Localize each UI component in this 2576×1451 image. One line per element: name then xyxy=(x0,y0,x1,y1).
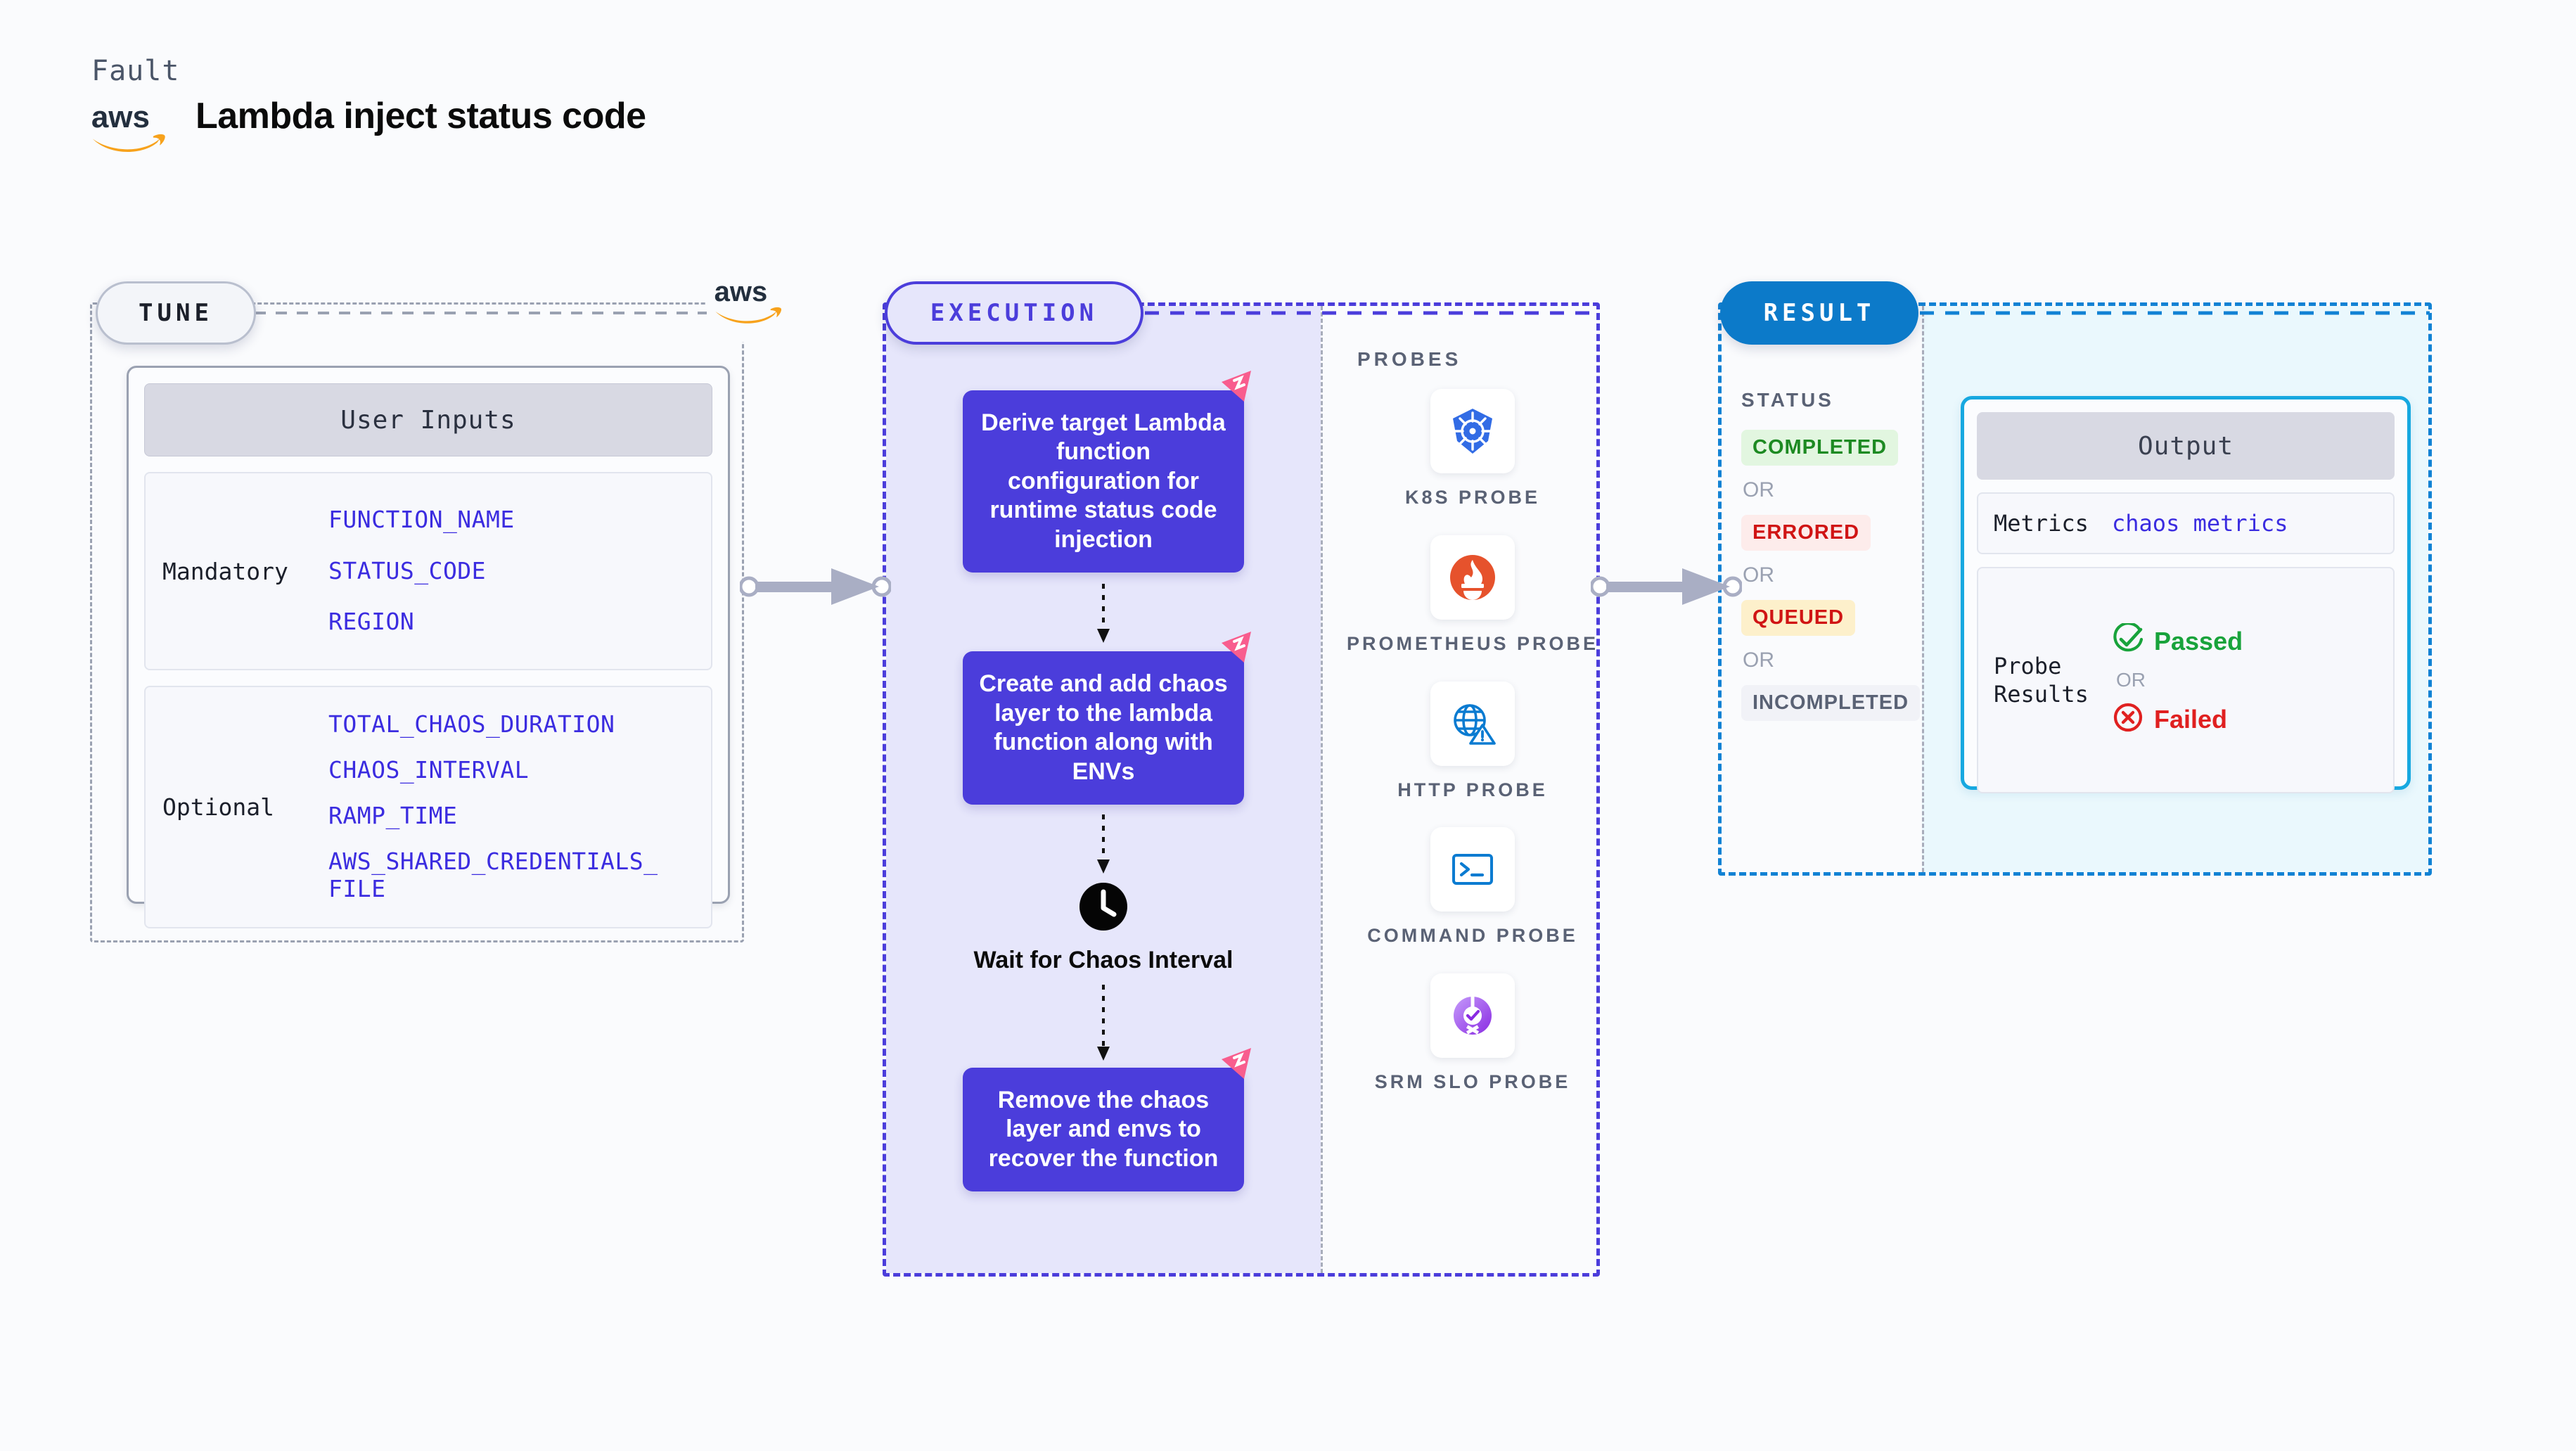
output-card: Output Metrics chaos metrics Probe Resul… xyxy=(1961,396,2411,793)
status-or-1: OR xyxy=(1743,478,1774,501)
result-inner-divider xyxy=(1922,306,1924,872)
flow-arrow-3 xyxy=(886,985,1321,1062)
output-probe-key: Probe Results xyxy=(1994,653,2089,708)
check-circle-icon xyxy=(2112,622,2144,659)
kubernetes-icon xyxy=(1430,389,1515,473)
output-title: Output xyxy=(1977,412,2395,480)
page-title: Lambda inject status code xyxy=(196,96,646,136)
terminal-icon xyxy=(1430,827,1515,912)
execution-step-3: Remove the chaos layer and envs to recov… xyxy=(963,1048,1251,1192)
execution-pill-label: EXECUTION xyxy=(885,281,1143,345)
probe-or-label: OR xyxy=(2116,669,2146,691)
probe-passed-label: Passed xyxy=(2154,626,2243,656)
probe-label: PROMETHEUS PROBE xyxy=(1346,632,1599,654)
status-or-3: OR xyxy=(1743,648,1774,672)
probe-label: HTTP PROBE xyxy=(1397,779,1548,800)
http-globe-warning-icon xyxy=(1430,681,1515,766)
page-eyebrow: Fault xyxy=(91,55,180,87)
litmus-chaos-icon xyxy=(1216,627,1257,675)
execution-step-1: Derive target Lambda function configurat… xyxy=(963,371,1251,573)
connector-execution-to-result xyxy=(1589,567,1743,610)
execution-section: Derive target Lambda function configurat… xyxy=(883,281,1600,1277)
execution-probes-divider xyxy=(1321,306,1323,1273)
probe-srm-slo[interactable]: SRM SLO PROBE xyxy=(1342,973,1603,1094)
flow-arrow-2 xyxy=(886,814,1321,875)
param-group-label: Mandatory xyxy=(162,557,288,585)
probe-result-values: Passed OR Failed xyxy=(2112,622,2243,737)
flow-arrow-1 xyxy=(886,584,1321,644)
output-metrics-value: chaos metrics xyxy=(2112,510,2288,537)
param-region: REGION xyxy=(328,608,415,636)
probe-label: COMMAND PROBE xyxy=(1367,925,1578,947)
result-pill-label: RESULT xyxy=(1720,281,1918,345)
result-boundary: STATUS COMPLETED OR ERRORED OR QUEUED OR… xyxy=(1718,302,2432,876)
litmus-chaos-icon xyxy=(1216,366,1257,414)
probe-result-passed: Passed xyxy=(2112,622,2243,659)
probe-result-failed: Failed xyxy=(2112,701,2243,737)
x-circle-icon xyxy=(2112,701,2144,737)
param-list: FUNCTION_NAME STATUS_CODE REGION xyxy=(328,506,711,637)
status-or-2: OR xyxy=(1743,563,1774,587)
output-metrics-key: Metrics xyxy=(1994,510,2089,537)
svg-text:aws: aws xyxy=(91,100,150,134)
probe-command[interactable]: COMMAND PROBE xyxy=(1342,827,1603,948)
param-status-code: STATUS_CODE xyxy=(328,556,487,584)
probe-failed-label: Failed xyxy=(2154,704,2228,734)
status-badge-errored: ERRORED xyxy=(1741,515,1871,551)
probe-prometheus[interactable]: PROMETHEUS PROBE xyxy=(1342,535,1603,656)
tune-pill-label: TUNE xyxy=(96,281,256,345)
status-title: STATUS xyxy=(1741,389,1834,411)
user-inputs-title: User Inputs xyxy=(144,383,712,456)
param-total-chaos-duration: TOTAL_CHAOS_DURATION xyxy=(328,710,615,739)
param-group-mandatory: Mandatory FUNCTION_NAME STATUS_CODE REGI… xyxy=(144,472,712,670)
tune-section: TUNE User Inputs Mandatory FUNCTION_NAME… xyxy=(90,281,744,942)
status-column: STATUS COMPLETED OR ERRORED OR QUEUED OR… xyxy=(1741,389,1921,721)
param-chaos-interval: CHAOS_INTERVAL xyxy=(328,756,530,784)
user-inputs-card: User Inputs Mandatory FUNCTION_NAME STAT… xyxy=(127,366,730,928)
execution-step-2: Create and add chaos layer to the lambda… xyxy=(963,632,1251,805)
wait-for-chaos-interval-node: Wait for Chaos Interval xyxy=(886,881,1321,975)
execution-flow: Derive target Lambda function configurat… xyxy=(886,371,1321,1192)
status-badge-incompleted: INCOMPLETED xyxy=(1741,685,1921,721)
status-badge-queued: QUEUED xyxy=(1741,600,1856,636)
probes-panel: PROBES xyxy=(1342,348,1603,1270)
param-function-name: FUNCTION_NAME xyxy=(328,505,515,533)
execution-step-text: Remove the chaos layer and envs to recov… xyxy=(988,1087,1219,1172)
param-list: TOTAL_CHAOS_DURATION CHAOS_INTERVAL RAMP… xyxy=(328,710,711,903)
wait-label: Wait for Chaos Interval xyxy=(973,947,1233,974)
clock-icon xyxy=(1077,883,1129,935)
result-section: STATUS COMPLETED OR ERRORED OR QUEUED OR… xyxy=(1718,281,2432,876)
svg-text:aws: aws xyxy=(715,276,768,307)
param-ramp-time: RAMP_TIME xyxy=(328,802,458,830)
param-aws-shared-credentials-file: AWS_SHARED_CREDENTIALS_ FILE xyxy=(328,847,658,902)
param-group-optional: Optional TOTAL_CHAOS_DURATION CHAOS_INTE… xyxy=(144,686,712,928)
probes-title: PROBES xyxy=(1357,348,1462,370)
execution-step-text: Create and add chaos layer to the lambda… xyxy=(979,670,1228,785)
status-badge-completed: COMPLETED xyxy=(1741,430,1899,466)
probe-http[interactable]: HTTP PROBE xyxy=(1342,681,1603,803)
param-group-label: Optional xyxy=(162,793,274,821)
output-row-metrics: Metrics chaos metrics xyxy=(1977,492,2395,554)
output-row-probe-results: Probe Results Passed OR xyxy=(1977,567,2395,793)
connector-tune-to-execution xyxy=(738,567,892,610)
srm-slo-icon xyxy=(1430,973,1515,1058)
litmus-chaos-icon xyxy=(1216,1044,1257,1092)
probe-label: SRM SLO PROBE xyxy=(1374,1071,1571,1092)
probe-label: K8S PROBE xyxy=(1404,487,1541,508)
execution-step-text: Derive target Lambda function configurat… xyxy=(981,409,1226,553)
aws-logo-icon: aws xyxy=(90,98,167,155)
execution-boundary: Derive target Lambda function configurat… xyxy=(883,302,1600,1277)
prometheus-icon xyxy=(1430,535,1515,620)
aws-logo-icon: aws xyxy=(707,259,790,342)
probe-k8s[interactable]: K8S PROBE xyxy=(1342,389,1603,510)
